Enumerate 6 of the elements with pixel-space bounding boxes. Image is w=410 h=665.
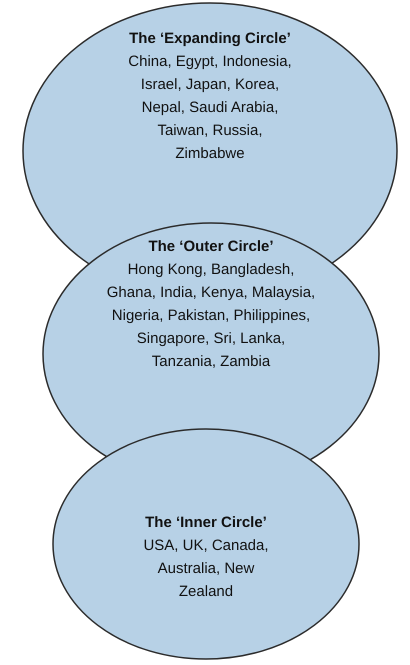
- circle-heading: The ‘Expanding Circle’: [128, 29, 292, 49]
- country-list: China, Egypt, Indonesia, Israel, Japan, Korea, Nepal, Saudi Arabia, Taiwan, Russia, Zimbabwe: [125, 50, 295, 165]
- circle-heading: The ‘Inner Circle’: [144, 513, 268, 533]
- country-list: USA, UK, Canada, Australia, New Zealand: [141, 534, 271, 603]
- circle-heading: The ‘Outer Circle’: [147, 237, 275, 257]
- country-list: Hong Kong, Bangladesh, Ghana, India, Kenya, Malaysia, Nigeria, Pakistan, Philippines, Singapore, Sri, Lanka, Tanzania, Zambia: [104, 258, 318, 373]
